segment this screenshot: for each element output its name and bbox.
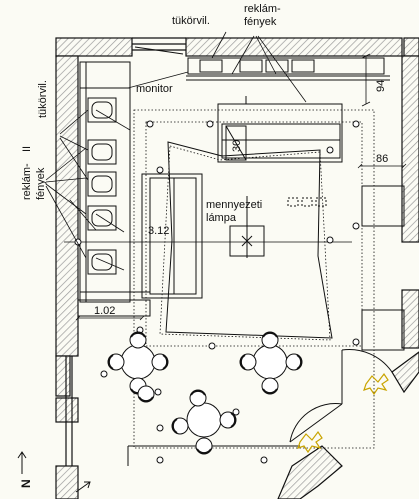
ceiling-spots xyxy=(74,120,360,464)
label-ad-lights-left-1: reklám- xyxy=(21,163,33,200)
label-ad-lights-left-2: fények xyxy=(35,167,47,200)
plants xyxy=(297,372,389,454)
label-mirror-left: tükörvil. xyxy=(37,80,49,118)
label-monitor: monitor xyxy=(136,83,173,95)
label-mirror-top: tükörvil. xyxy=(172,15,210,27)
table-group-1 xyxy=(107,331,169,403)
label-ceiling-lamp-1: mennyezeti xyxy=(206,199,262,211)
table-group-2 xyxy=(239,331,303,395)
north-label: N xyxy=(19,479,33,488)
doors xyxy=(127,349,393,466)
bottom-arrow xyxy=(75,481,91,493)
dim-30: 30 xyxy=(231,140,243,152)
left-counter xyxy=(77,61,151,317)
dim-86: 86 xyxy=(376,153,388,165)
north-arrow-icon xyxy=(17,451,27,474)
dim-94: 94 xyxy=(375,80,387,92)
display-case xyxy=(217,96,343,163)
dim-312: 3.12 xyxy=(148,225,169,237)
table-group-3 xyxy=(171,389,237,455)
ceiling-outline xyxy=(133,109,375,449)
top-window xyxy=(134,46,184,55)
label-ad-lights-top-1: reklám- xyxy=(244,3,281,15)
ceiling-lamp xyxy=(229,196,327,258)
walls xyxy=(55,37,419,499)
dim-102: 1.02 xyxy=(94,305,115,317)
ceiling-shape xyxy=(64,141,352,339)
label-ad-lights-top-2: fények xyxy=(244,16,277,28)
label-roman-two: II xyxy=(21,146,33,152)
central-counter xyxy=(141,173,203,299)
dimension-lines xyxy=(45,31,407,321)
top-counter xyxy=(186,57,390,81)
right-cabinets xyxy=(361,185,405,351)
label-ceiling-lamp-2: lámpa xyxy=(206,212,237,224)
